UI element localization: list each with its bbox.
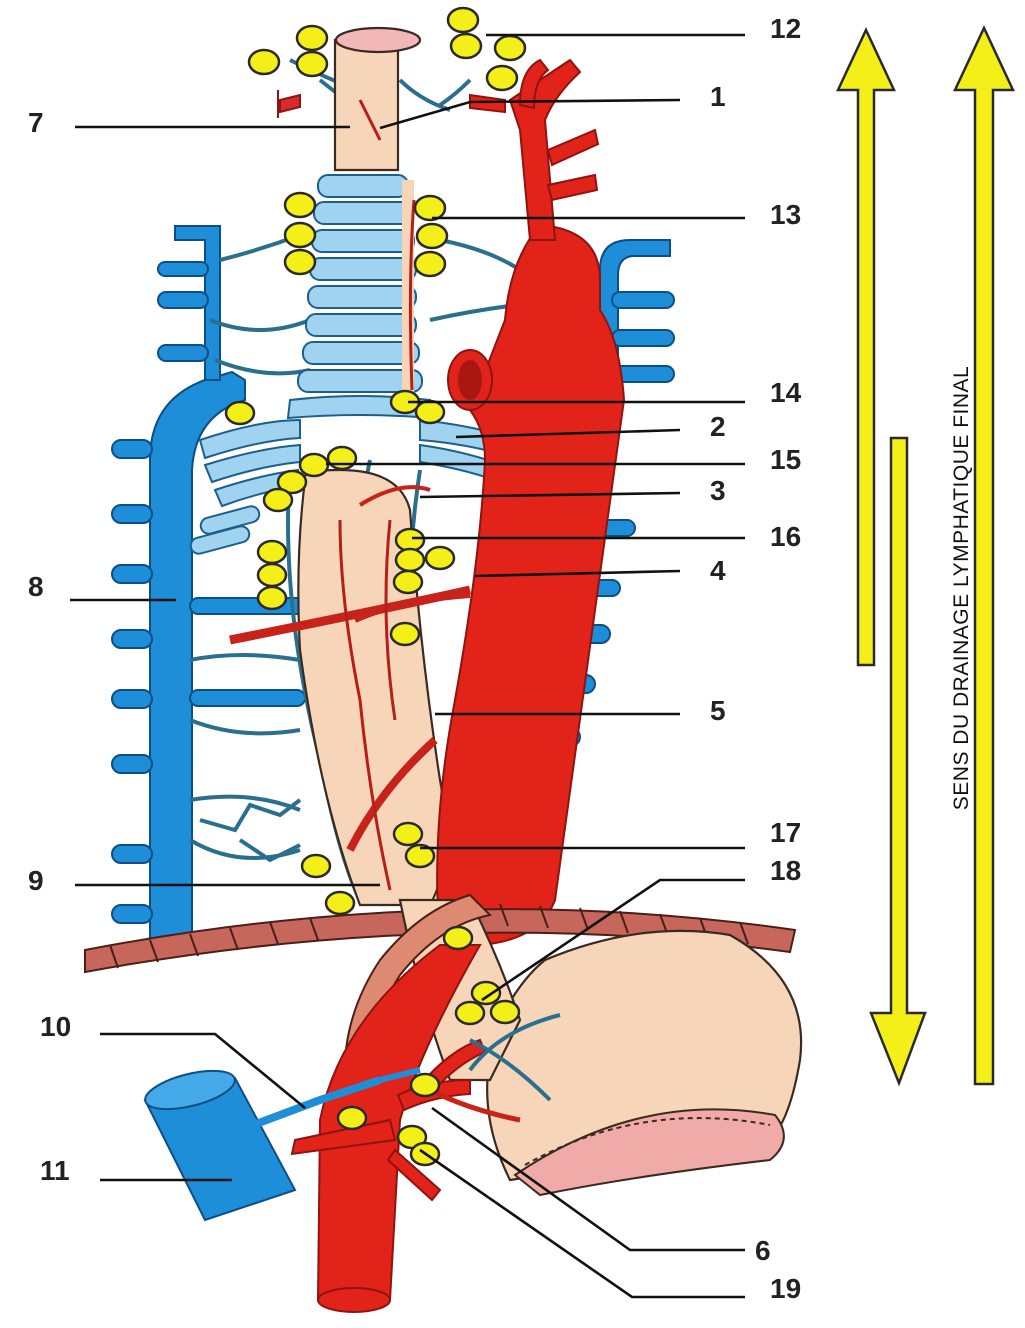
- label-17: 17: [770, 817, 801, 848]
- label-19: 19: [770, 1273, 801, 1304]
- label-13: 13: [770, 199, 801, 230]
- upward-drainage-arrow: [838, 30, 894, 665]
- aorta: [437, 225, 624, 945]
- downward-drainage-arrow: [871, 438, 925, 1083]
- label-9: 9: [28, 865, 44, 896]
- label-11: 11: [40, 1155, 70, 1186]
- label-6: 6: [755, 1235, 771, 1266]
- label-10: 10: [40, 1011, 71, 1042]
- label-14: 14: [770, 377, 802, 408]
- label-15: 15: [770, 444, 801, 475]
- label-7: 7: [28, 107, 44, 138]
- label-2: 2: [710, 411, 726, 442]
- label-12: 12: [770, 13, 801, 44]
- label-1: 1: [710, 81, 726, 112]
- label-16: 16: [770, 521, 801, 552]
- label-4: 4: [710, 555, 726, 586]
- label-3: 3: [710, 475, 726, 506]
- label-5: 5: [710, 695, 726, 726]
- drainage-direction-caption: SENS DU DRAINAGE LYMPHATIQUE FINAL: [950, 366, 973, 810]
- label-18: 18: [770, 855, 801, 886]
- stomach: [487, 931, 801, 1195]
- label-8: 8: [28, 571, 44, 602]
